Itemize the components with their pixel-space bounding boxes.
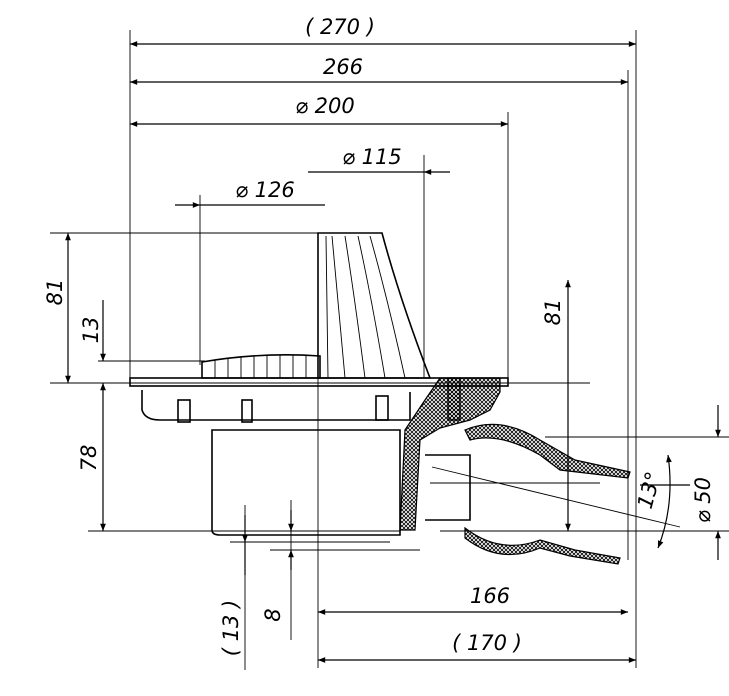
dim-body-depth: 78 (77, 445, 101, 472)
dimension-labels: ( 270 ) 266 ⌀ 200 ⌀ 115 ⌀ 126 81 13 78 8… (43, 15, 715, 656)
extension-lines (50, 30, 729, 670)
drain-pot (211, 429, 401, 536)
outlet-sleeve-top (464, 423, 631, 479)
clamp-ring (141, 390, 411, 421)
dim-guard-height: 13 (79, 317, 103, 344)
dim-outlet-angle: 13° (633, 469, 666, 511)
dim-outlet-height: 81 (541, 299, 565, 326)
dim-dome-dia: ⌀ 115 (342, 145, 401, 169)
drain-body (129, 232, 681, 565)
dim-overall-ref: ( 270 ) (305, 15, 375, 39)
dim-guard-dia: ⌀ 126 (235, 178, 294, 202)
gravel-guard (201, 354, 321, 379)
leaf-dome (317, 232, 432, 379)
outlet-sleeve-bottom (464, 526, 621, 565)
dim-outlet-reach: 166 (470, 584, 510, 608)
dim-overall: 266 (323, 55, 363, 79)
dim-offset-ref: ( 13 ) (219, 600, 243, 656)
outlet-pipe (425, 454, 471, 521)
dim-outlet-dia: ⌀ 50 (691, 477, 715, 523)
dim-offset: 8 (261, 608, 285, 621)
dim-outlet-reach-ref: ( 170 ) (452, 631, 522, 655)
leaf-dome-ribs (325, 235, 406, 379)
gravel-guard-ribs (214, 355, 307, 378)
dim-dome-height: 81 (43, 279, 67, 306)
outlet-housing (399, 377, 501, 531)
dimension-lines (65, 41, 721, 663)
dim-flange-dia: ⌀ 200 (295, 94, 354, 118)
